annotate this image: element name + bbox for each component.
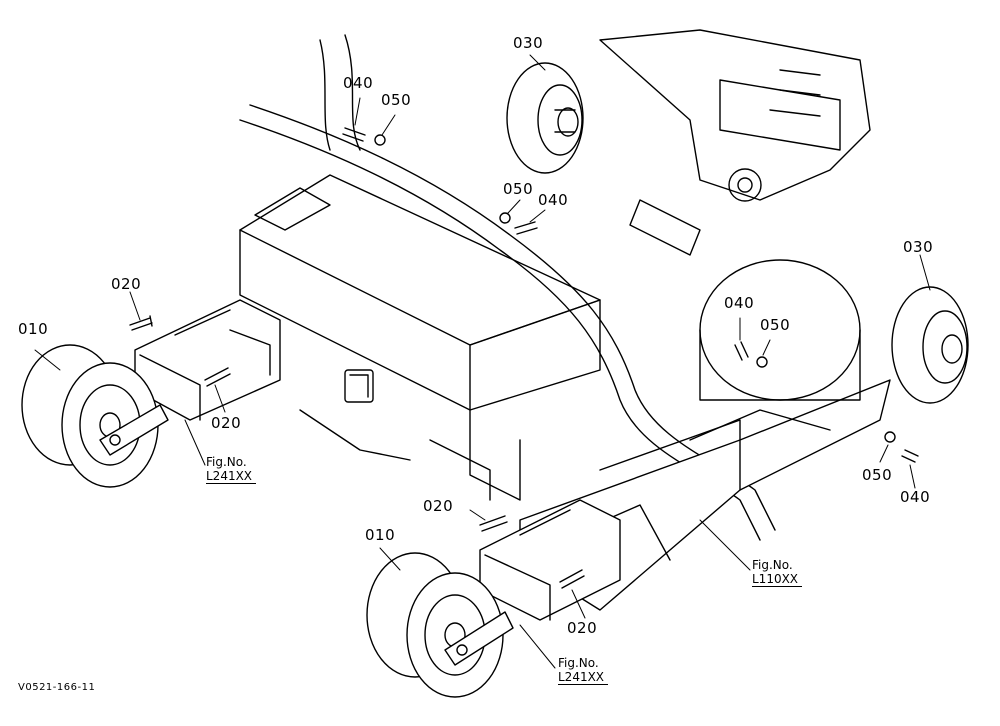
callout-020-b: 020	[211, 414, 242, 432]
idler-010-left	[22, 345, 168, 487]
callout-050-c: 050	[760, 316, 791, 334]
fig-ref-bottom-code: L241XX	[558, 670, 609, 685]
bolts-040-washers-050	[343, 128, 918, 462]
left-idler-bracket	[135, 300, 280, 420]
track-frame	[240, 175, 600, 500]
fig-ref-frame-prefix: Fig.No.	[752, 558, 793, 572]
callout-050-a: 050	[381, 91, 412, 109]
fig-ref-bottom-prefix: Fig.No.	[558, 656, 599, 670]
bolts-020	[130, 316, 584, 588]
roller-030-top	[507, 63, 583, 173]
fig-ref-left-prefix: Fig.No.	[206, 455, 247, 469]
roller-030-right	[892, 287, 968, 403]
swing-drum	[700, 260, 860, 400]
fig-ref-frame-code: L110XX	[752, 572, 803, 587]
leader-lines	[35, 55, 930, 668]
drawing-id: V0521-166-11	[18, 682, 96, 693]
callout-040-b: 040	[538, 191, 569, 209]
callout-030-top: 030	[513, 34, 544, 52]
callout-050-d: 050	[862, 466, 893, 484]
callout-050-b: 050	[503, 180, 534, 198]
callout-030-right: 030	[903, 238, 934, 256]
idler-010-bottom	[367, 553, 513, 697]
callout-040-c: 040	[724, 294, 755, 312]
callout-020-a: 020	[111, 275, 142, 293]
callout-040-a: 040	[343, 74, 374, 92]
callout-020-d: 020	[567, 619, 598, 637]
callout-040-d: 040	[900, 488, 931, 506]
fig-ref-left-code: L241XX	[206, 469, 257, 484]
fig-ref-left: Fig.No. L241XX	[206, 455, 257, 484]
callout-020-c: 020	[423, 497, 454, 515]
upper-structure	[600, 30, 870, 255]
fig-ref-bottom: Fig.No. L241XX	[558, 656, 609, 685]
fig-ref-frame: Fig.No. L110XX	[752, 558, 803, 587]
hydraulic-hoses	[240, 35, 775, 540]
callout-010-left: 010	[18, 320, 49, 338]
callout-010-bottom: 010	[365, 526, 396, 544]
